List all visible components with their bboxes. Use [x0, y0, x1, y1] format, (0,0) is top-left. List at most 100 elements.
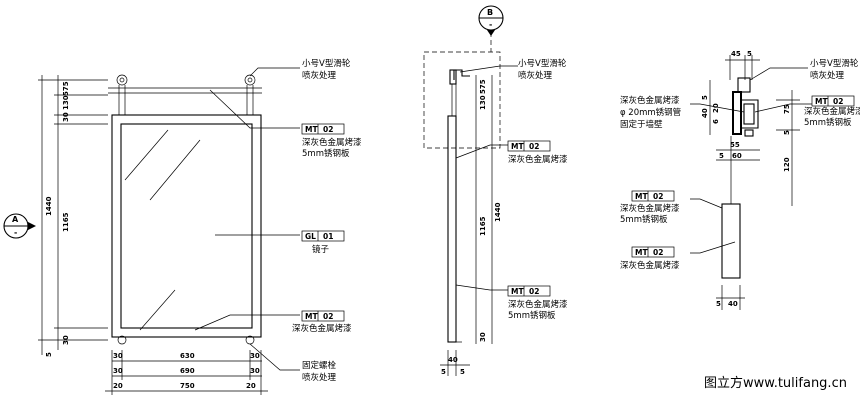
b-tag-mt02-top: [507, 140, 551, 152]
dim-bottom-690: 690: [180, 367, 195, 375]
c-tag-right: [811, 95, 855, 107]
c-label-pulley: 小号V型滑轮: [810, 58, 859, 69]
c-tag-low: [631, 246, 675, 258]
b-label-mt02-bottom-line1: 深灰色金属烤漆: [508, 299, 568, 310]
c-tag-low-number: 02: [653, 248, 663, 257]
c-bracket: [741, 99, 759, 129]
marker-a-letter: A: [12, 215, 19, 224]
c-label-mid-line2: 5mm锈钢板: [620, 214, 668, 225]
bracket: [453, 69, 470, 80]
dim-b-5b: 5: [460, 368, 465, 376]
c-label-low-line1: 深灰色金属烤漆: [620, 260, 680, 271]
dim-b-575: 575: [479, 79, 487, 94]
dim-c-75: 75: [783, 104, 791, 114]
tag-mt02-bottom-number: 02: [323, 312, 333, 321]
detail-callout-box: [423, 51, 501, 149]
b-tag-mt02-top-prefix: MT: [511, 142, 524, 151]
dim-bottom-630: 630: [180, 352, 195, 360]
tag-mt02-bottom: [301, 310, 345, 322]
c-panel: [721, 203, 741, 279]
marker-a-sub: -: [14, 228, 17, 237]
dim-c-60: 60: [732, 152, 742, 160]
dim-30: 30: [62, 112, 70, 122]
c-label-left-line1: 深灰色金属烤漆: [620, 95, 680, 106]
dim-c-40: 40: [701, 108, 709, 118]
c-wall-plate: [732, 91, 742, 135]
b-label-pulley: 小号V型滑轮: [518, 58, 567, 69]
pulley-right: [244, 74, 256, 86]
c-label-right-line2: 5mm锈钢板: [804, 117, 852, 128]
b-tag-mt02-bottom: [507, 285, 551, 297]
b-tag-mt02-bottom-prefix: MT: [511, 287, 524, 296]
label-mt02-top-line2: 5mm锈钢板: [302, 148, 350, 159]
tag-mt02-top: [301, 123, 345, 135]
c-leader-right: [754, 103, 812, 113]
view-b: B - 575 130 1165 30 1440 40 5 5 小号V型滑轮 喷…: [423, 5, 568, 376]
dim-b-1165: 1165: [479, 216, 487, 236]
dim-c-45: 45: [731, 50, 741, 58]
leader-mt02-top: [209, 89, 300, 129]
dim-b-5a: 5: [441, 368, 446, 376]
pulley-right-hub: [247, 77, 253, 83]
tag-gl01: [301, 230, 345, 242]
dim-c-20: 20: [712, 103, 720, 113]
c-label-left-line2: φ 20mm锈钢管: [620, 107, 681, 118]
watermark-text: 图立方www.tulifang.cn: [704, 375, 847, 391]
tag-gl01-number: 01: [323, 232, 333, 241]
dim-bottom-750: 750: [180, 382, 195, 390]
c-tag-right-number: 02: [833, 97, 843, 106]
dim-bottom-30d: 30: [250, 367, 260, 375]
c-clip: [744, 129, 754, 137]
pulley-left: [116, 74, 128, 86]
rail-section: [449, 69, 457, 85]
marker-arrow: [28, 222, 36, 230]
label-bolt: 固定螺栓: [302, 360, 337, 371]
bolt-left: [117, 335, 127, 345]
leader-bolt: [249, 343, 300, 371]
b-tag-mt02-bottom-number: 02: [529, 287, 539, 296]
tag-mt02-bottom-prefix: MT: [305, 312, 318, 321]
dim-c-5b: 5: [701, 95, 709, 100]
c-tag-mid-number: 02: [653, 192, 663, 201]
dim-1440: 1440: [45, 196, 53, 216]
leader-mt02-bottom: [455, 284, 508, 291]
c-pulley-housing: [737, 77, 751, 93]
marker-b-sub: -: [489, 20, 492, 29]
dim-130: 130: [62, 95, 70, 110]
dim-c-5c: 5: [719, 152, 724, 160]
glass-hatch: [139, 289, 176, 331]
label-gl01: 镜子: [312, 244, 330, 255]
leader-mt02-bottom: [194, 314, 300, 331]
dim-5: 5: [45, 352, 53, 357]
c-tag-mid: [631, 190, 675, 202]
tag-mt02-top-prefix: MT: [305, 125, 318, 134]
label-pulley-finish: 喷灰处理: [302, 70, 337, 81]
c-tag-low-prefix: MT: [635, 248, 648, 257]
label-pulley: 小号V型滑轮: [302, 58, 351, 69]
dim-b-30: 30: [479, 332, 487, 342]
dim-b-40: 40: [448, 356, 458, 364]
c-leader-pulley: [749, 67, 808, 81]
dim-c-5d: 5: [783, 130, 791, 135]
dim-1165: 1165: [62, 212, 70, 232]
dim-30-bottom: 30: [62, 335, 70, 345]
dim-bottom-30c: 30: [113, 367, 123, 375]
marker-b-letter: B: [487, 8, 493, 17]
view-a: 575 130 30 1165 30 1440 5 A - 30 630 30 …: [3, 58, 362, 395]
c-leader-mid: [690, 198, 723, 209]
dim-c-6: 6: [712, 119, 720, 124]
c-pipe: [743, 103, 755, 125]
c-leader-low: [690, 241, 736, 254]
pulley-left-hub: [119, 77, 125, 83]
dim-bottom-20a: 20: [113, 382, 123, 390]
dim-b-130: 130: [479, 95, 487, 110]
panel-section: [447, 115, 457, 343]
dim-c-40b: 40: [728, 300, 738, 308]
c-label-left-line3: 固定于墙壁: [620, 119, 663, 130]
dim-c-120: 120: [783, 157, 791, 172]
c-label-mid-line1: 深灰色金属烤漆: [620, 203, 680, 214]
mirror-frame-inner: [120, 123, 253, 329]
tag-gl01-prefix: GL: [305, 232, 316, 241]
dim-bottom-30b: 30: [250, 352, 260, 360]
